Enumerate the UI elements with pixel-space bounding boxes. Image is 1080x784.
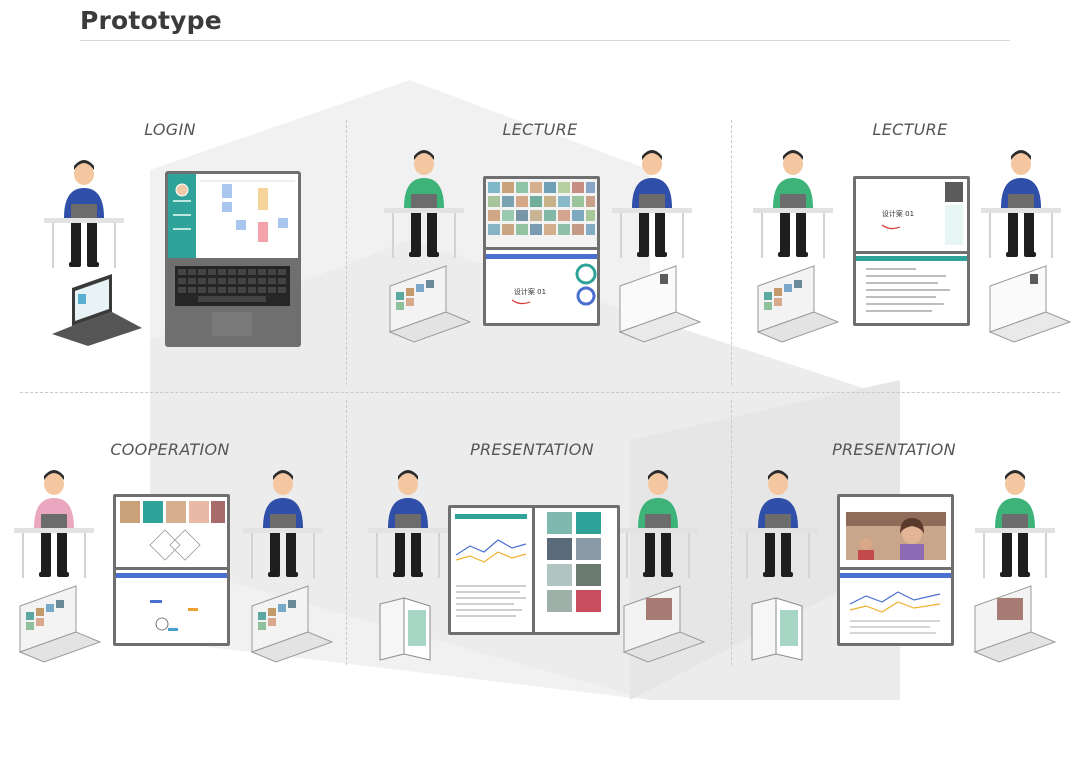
scene-label-presentation-2: PRESENTATION — [832, 440, 956, 459]
presentation1-device-open — [448, 505, 620, 635]
lecture1-slide-title: 设计案 01 — [514, 287, 546, 296]
title-divider — [80, 40, 1010, 41]
lecture2-person-blue — [981, 150, 1061, 258]
presentation1-person-green — [618, 470, 698, 578]
login-person-blue — [44, 160, 124, 268]
scene-label-login: LOGIN — [144, 120, 196, 139]
page-title: Prototype — [80, 6, 222, 35]
lecture1-laptop-small-right — [618, 265, 702, 343]
cooperation-laptop-small-right — [251, 585, 333, 663]
presentation2-person-green — [975, 470, 1055, 578]
cooperation-person-blue — [243, 470, 323, 578]
presentation2-person-blue — [738, 470, 818, 578]
presentation2-book-device — [751, 597, 803, 661]
lecture1-device-foldable: 设计案 01 — [483, 176, 600, 326]
presentation1-person-blue — [368, 470, 448, 578]
login-device-tablet — [165, 171, 301, 347]
scene-label-lecture-1: LECTURE — [502, 120, 578, 139]
divider-horizontal — [20, 392, 1060, 393]
cooperation-device-foldable — [113, 494, 230, 646]
lecture1-person-green — [384, 150, 464, 258]
presentation1-laptop-right — [622, 585, 706, 663]
presentation2-device-foldable — [837, 494, 954, 646]
lecture2-device-foldable: 设计案 01 — [853, 176, 970, 326]
lecture1-laptop-small — [389, 265, 471, 343]
presentation2-laptop-right — [973, 585, 1057, 663]
divider-vertical-top-2 — [731, 120, 732, 385]
cooperation-person-pink — [14, 470, 94, 578]
cooperation-laptop-small — [19, 585, 101, 663]
scene-label-presentation-1: PRESENTATION — [470, 440, 594, 459]
lecture1-person-blue — [612, 150, 692, 258]
lecture2-laptop-small — [757, 265, 839, 343]
divider-vertical-bottom-2 — [731, 400, 732, 665]
lecture2-slide-title: 设计案 01 — [882, 209, 914, 218]
login-laptop-small — [52, 274, 142, 346]
lecture2-person-green — [753, 150, 833, 258]
divider-vertical-bottom-1 — [346, 400, 347, 665]
presentation1-book-device — [379, 597, 431, 661]
scene-label-lecture-2: LECTURE — [872, 120, 948, 139]
divider-vertical-top-1 — [346, 120, 347, 385]
scene-label-cooperation: COOPERATION — [110, 440, 230, 459]
lecture2-laptop-small-right — [988, 265, 1072, 343]
